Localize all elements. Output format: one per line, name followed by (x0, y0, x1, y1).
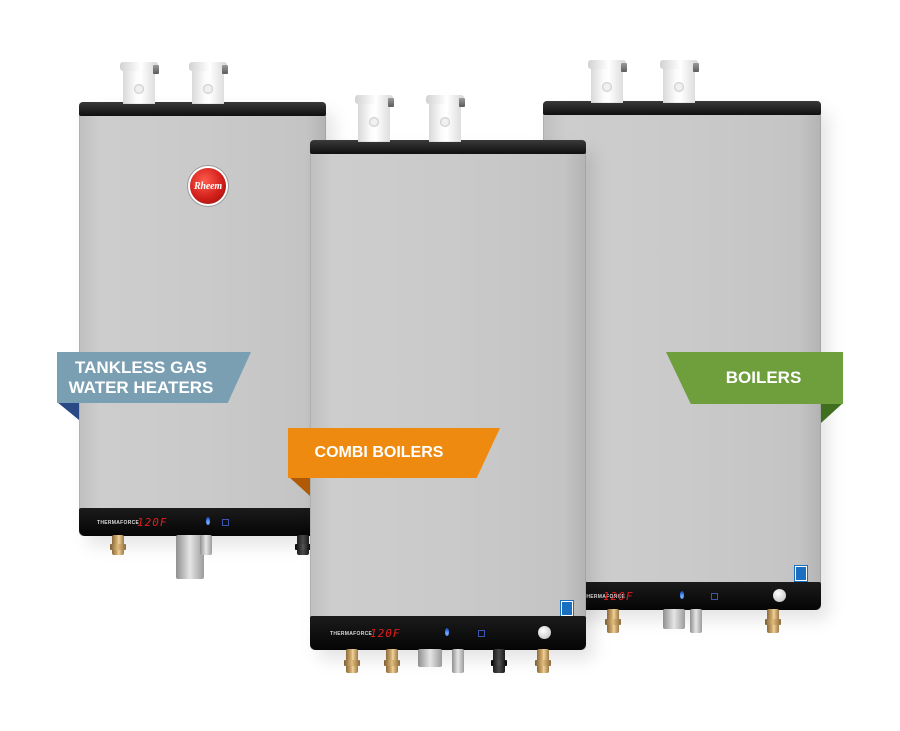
banner-fold (821, 403, 843, 423)
pipe-fitting (491, 649, 507, 673)
combi-boiler-unit: THERMAFORCE 120F (310, 140, 594, 660)
temperature-display: 120F (370, 627, 401, 640)
temperature-display: 120F (137, 516, 168, 529)
brand-label: THERMAFORCE (330, 631, 373, 637)
control-button (222, 519, 229, 526)
vent-pipe (355, 95, 394, 142)
tankless-water-heater: Rheem THERMAFORCE 120F (79, 102, 334, 546)
energy-star-icon (795, 566, 807, 581)
pipe-fitting (176, 535, 204, 579)
pipe-fitting (110, 535, 126, 555)
control-button (478, 630, 485, 637)
vent-pipe (189, 62, 228, 104)
rheem-logo: Rheem (190, 168, 226, 204)
pipe-fitting (344, 649, 360, 673)
pipe-fitting (200, 535, 212, 555)
pipe-fitting (765, 609, 781, 633)
vent-pipe (660, 60, 699, 103)
vent-pipe (120, 62, 159, 104)
pipe-fitting (690, 609, 702, 633)
tankless-banner: TANKLESS GAS WATER HEATERS (57, 352, 251, 403)
pipe-fitting (535, 649, 551, 673)
banner-fold (288, 476, 310, 496)
pipe-fitting (295, 535, 311, 555)
banner-fold (57, 402, 79, 420)
brand-label: THERMAFORCE (583, 594, 626, 600)
rheem-logo-text: Rheem (194, 180, 222, 192)
pipe-fitting (663, 609, 685, 629)
boilers-banner: BOILERS (666, 352, 843, 404)
combi-banner: COMBI BOILERS (288, 428, 500, 478)
rheem-logo-small (538, 626, 551, 639)
vent-pipe (426, 95, 465, 142)
flame-icon (680, 591, 684, 599)
temperature-display: 120F (603, 590, 634, 603)
pipe-fitting (418, 649, 442, 667)
pipe-fitting (605, 609, 621, 633)
control-button (711, 593, 718, 600)
brand-label: THERMAFORCE (97, 520, 140, 526)
vent-pipe (588, 60, 627, 103)
energy-star-icon (561, 601, 573, 616)
banner-label: BOILERS (725, 368, 802, 388)
banner-label-line2: WATER HEATERS (68, 377, 214, 397)
banner-label-line1: TANKLESS GAS (75, 357, 207, 377)
flame-icon (445, 628, 449, 636)
pipe-fitting (384, 649, 400, 673)
pipe-fitting (452, 649, 464, 673)
banner-label: COMBI BOILERS (314, 443, 444, 461)
rheem-logo-small (773, 589, 786, 602)
flame-icon (206, 517, 210, 525)
